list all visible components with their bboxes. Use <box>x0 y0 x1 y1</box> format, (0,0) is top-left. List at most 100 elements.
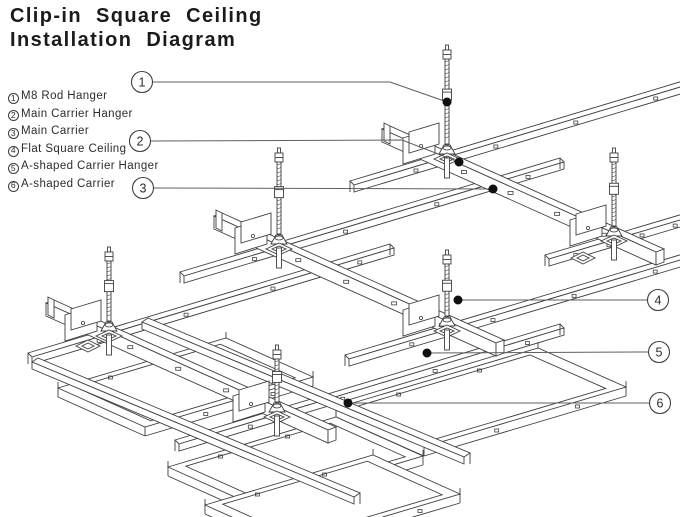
panel-slot <box>203 412 209 416</box>
callout-2-dot <box>454 157 464 167</box>
rail-slot <box>672 223 678 228</box>
legend-label-6: A-shaped Carrier <box>21 177 115 190</box>
hanger-strap <box>611 239 617 261</box>
carrier-end-face <box>495 339 505 357</box>
legend-num-4: 4 <box>8 145 19 157</box>
callout-4-dot <box>453 295 463 305</box>
rod-tip <box>277 147 281 154</box>
panel-slot <box>285 434 291 439</box>
rail-slot <box>434 202 440 207</box>
callout-4-circle <box>646 288 670 312</box>
rail-slot <box>343 229 349 234</box>
legend-num-1: 1 <box>8 93 19 104</box>
rail-top-face <box>27 243 395 358</box>
panel-slot <box>254 492 260 497</box>
hanger-plate <box>575 204 607 236</box>
legend-label-2: Main Carrier Hanger <box>21 107 133 120</box>
rod-saddle-top <box>274 235 284 241</box>
rail-slot <box>573 120 579 125</box>
callout-6-dot <box>343 398 353 408</box>
callout-3-num: 3 <box>140 181 147 195</box>
panel-slot <box>396 392 402 397</box>
rod-assembly <box>234 147 294 269</box>
callout-1-num: 1 <box>139 75 146 89</box>
legend-num-2: 2 <box>8 110 19 122</box>
rail-slot <box>247 424 253 429</box>
rod-tip <box>445 44 449 51</box>
panel-bottom-edge <box>57 396 146 437</box>
panel-slot <box>270 392 276 396</box>
hanger-plate-hole <box>586 225 591 230</box>
callout-5-dot <box>422 348 432 358</box>
callout-5-circle <box>647 340 671 364</box>
rod-adjuster-nut <box>609 182 619 195</box>
rail-slot <box>251 257 257 261</box>
carrier-end-face <box>655 248 665 266</box>
rod-assembly <box>569 147 629 261</box>
a-carrier-web <box>141 321 465 465</box>
hanger-strap <box>106 334 112 356</box>
rail-slot <box>183 312 189 317</box>
rod-adjuster-nut <box>274 186 284 199</box>
callout-2-num: 2 <box>137 134 144 148</box>
carrier-slot <box>127 345 134 350</box>
rail-slot <box>413 168 419 173</box>
rod-adjuster-nut <box>272 371 282 383</box>
hanger-plate-hole <box>248 401 253 406</box>
clip-plate <box>569 251 597 265</box>
carrier-end-bracket <box>215 209 223 232</box>
rod-assembly <box>64 246 124 356</box>
rod-tip <box>275 344 279 351</box>
callout-1-circle <box>130 70 154 94</box>
callout-6: 6 <box>343 391 672 415</box>
callout-3-leader <box>153 187 494 190</box>
callout-1-leader <box>153 81 448 103</box>
legend-label-3: Main Carrier <box>21 125 90 138</box>
rod-saddle-top <box>442 317 452 323</box>
rod-tip <box>445 249 449 256</box>
rod-adjuster-nut <box>104 280 114 293</box>
legend-label-5: A-shaped Carrier Hanger <box>21 160 159 173</box>
rail-slot <box>639 233 645 238</box>
callout-1-dot <box>442 97 452 107</box>
callout-2: 2 <box>128 129 464 167</box>
callout-2-leader <box>150 139 460 163</box>
callouts: 1 2 3 4 5 6 <box>128 70 672 415</box>
callout-3: 3 <box>131 176 498 200</box>
panel-face <box>334 347 628 448</box>
carrier-end-bracket <box>383 122 391 145</box>
rod-adjuster-nut <box>442 279 452 292</box>
rod-hangers <box>64 44 629 437</box>
hanger-strap <box>444 157 450 179</box>
legend-num-3: 3 <box>8 128 19 139</box>
rail-slot <box>493 144 499 149</box>
carrier-slot <box>554 211 561 216</box>
rod-tip <box>612 147 616 154</box>
callout-4-num: 4 <box>655 293 662 307</box>
panel-slot <box>417 509 423 513</box>
rail-slot <box>525 174 531 179</box>
panel-bottom-edge <box>423 395 627 457</box>
hanger-strap <box>274 415 280 437</box>
rod-tip <box>107 246 111 253</box>
rail-slot <box>432 369 438 373</box>
panel-slot <box>575 404 580 409</box>
carrier-slot <box>343 279 350 284</box>
callout-5-num: 5 <box>656 345 663 359</box>
carrier-slot <box>223 388 230 393</box>
carrier-end-bracket <box>47 296 55 319</box>
a-shaped-carriers <box>31 317 471 505</box>
rail-slot <box>357 260 363 265</box>
legend-num-6: 6 <box>8 180 19 192</box>
panel-bottom-edge <box>411 502 461 517</box>
rail-slot <box>525 341 530 346</box>
callout-3-circle <box>131 176 155 200</box>
clip-plate-inner <box>575 254 591 262</box>
clip-plate-inner <box>80 342 96 350</box>
